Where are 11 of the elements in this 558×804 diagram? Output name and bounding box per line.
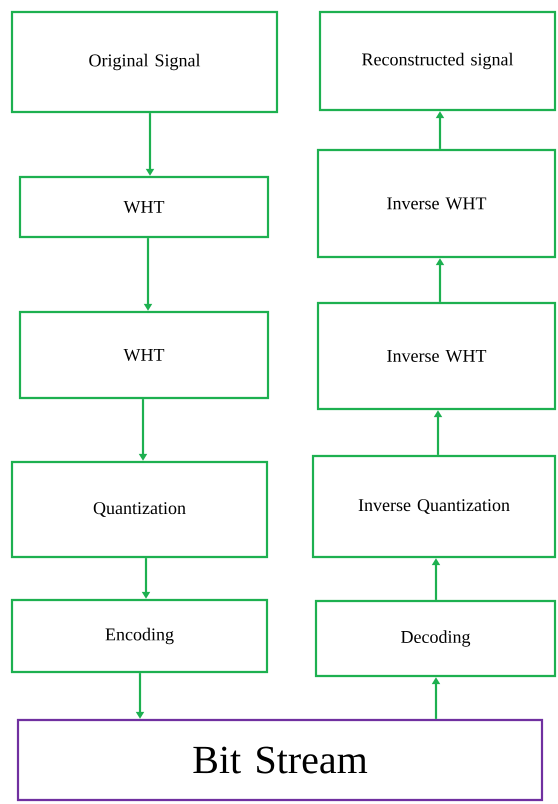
process-box: Inverse Quantization	[312, 454, 556, 558]
process-box: Inverse WHT	[316, 302, 556, 410]
output-box: Bit Stream	[16, 718, 544, 802]
process-box: Inverse WHT	[316, 148, 556, 258]
process-box: Decoding	[314, 600, 556, 678]
process-box: Original Signal	[10, 10, 278, 114]
process-box: WHT	[18, 310, 270, 400]
process-box: WHT	[18, 176, 270, 238]
process-box: Quantization	[10, 460, 268, 558]
process-box: Reconstructed signal	[318, 10, 556, 112]
process-box: Encoding	[10, 598, 268, 674]
